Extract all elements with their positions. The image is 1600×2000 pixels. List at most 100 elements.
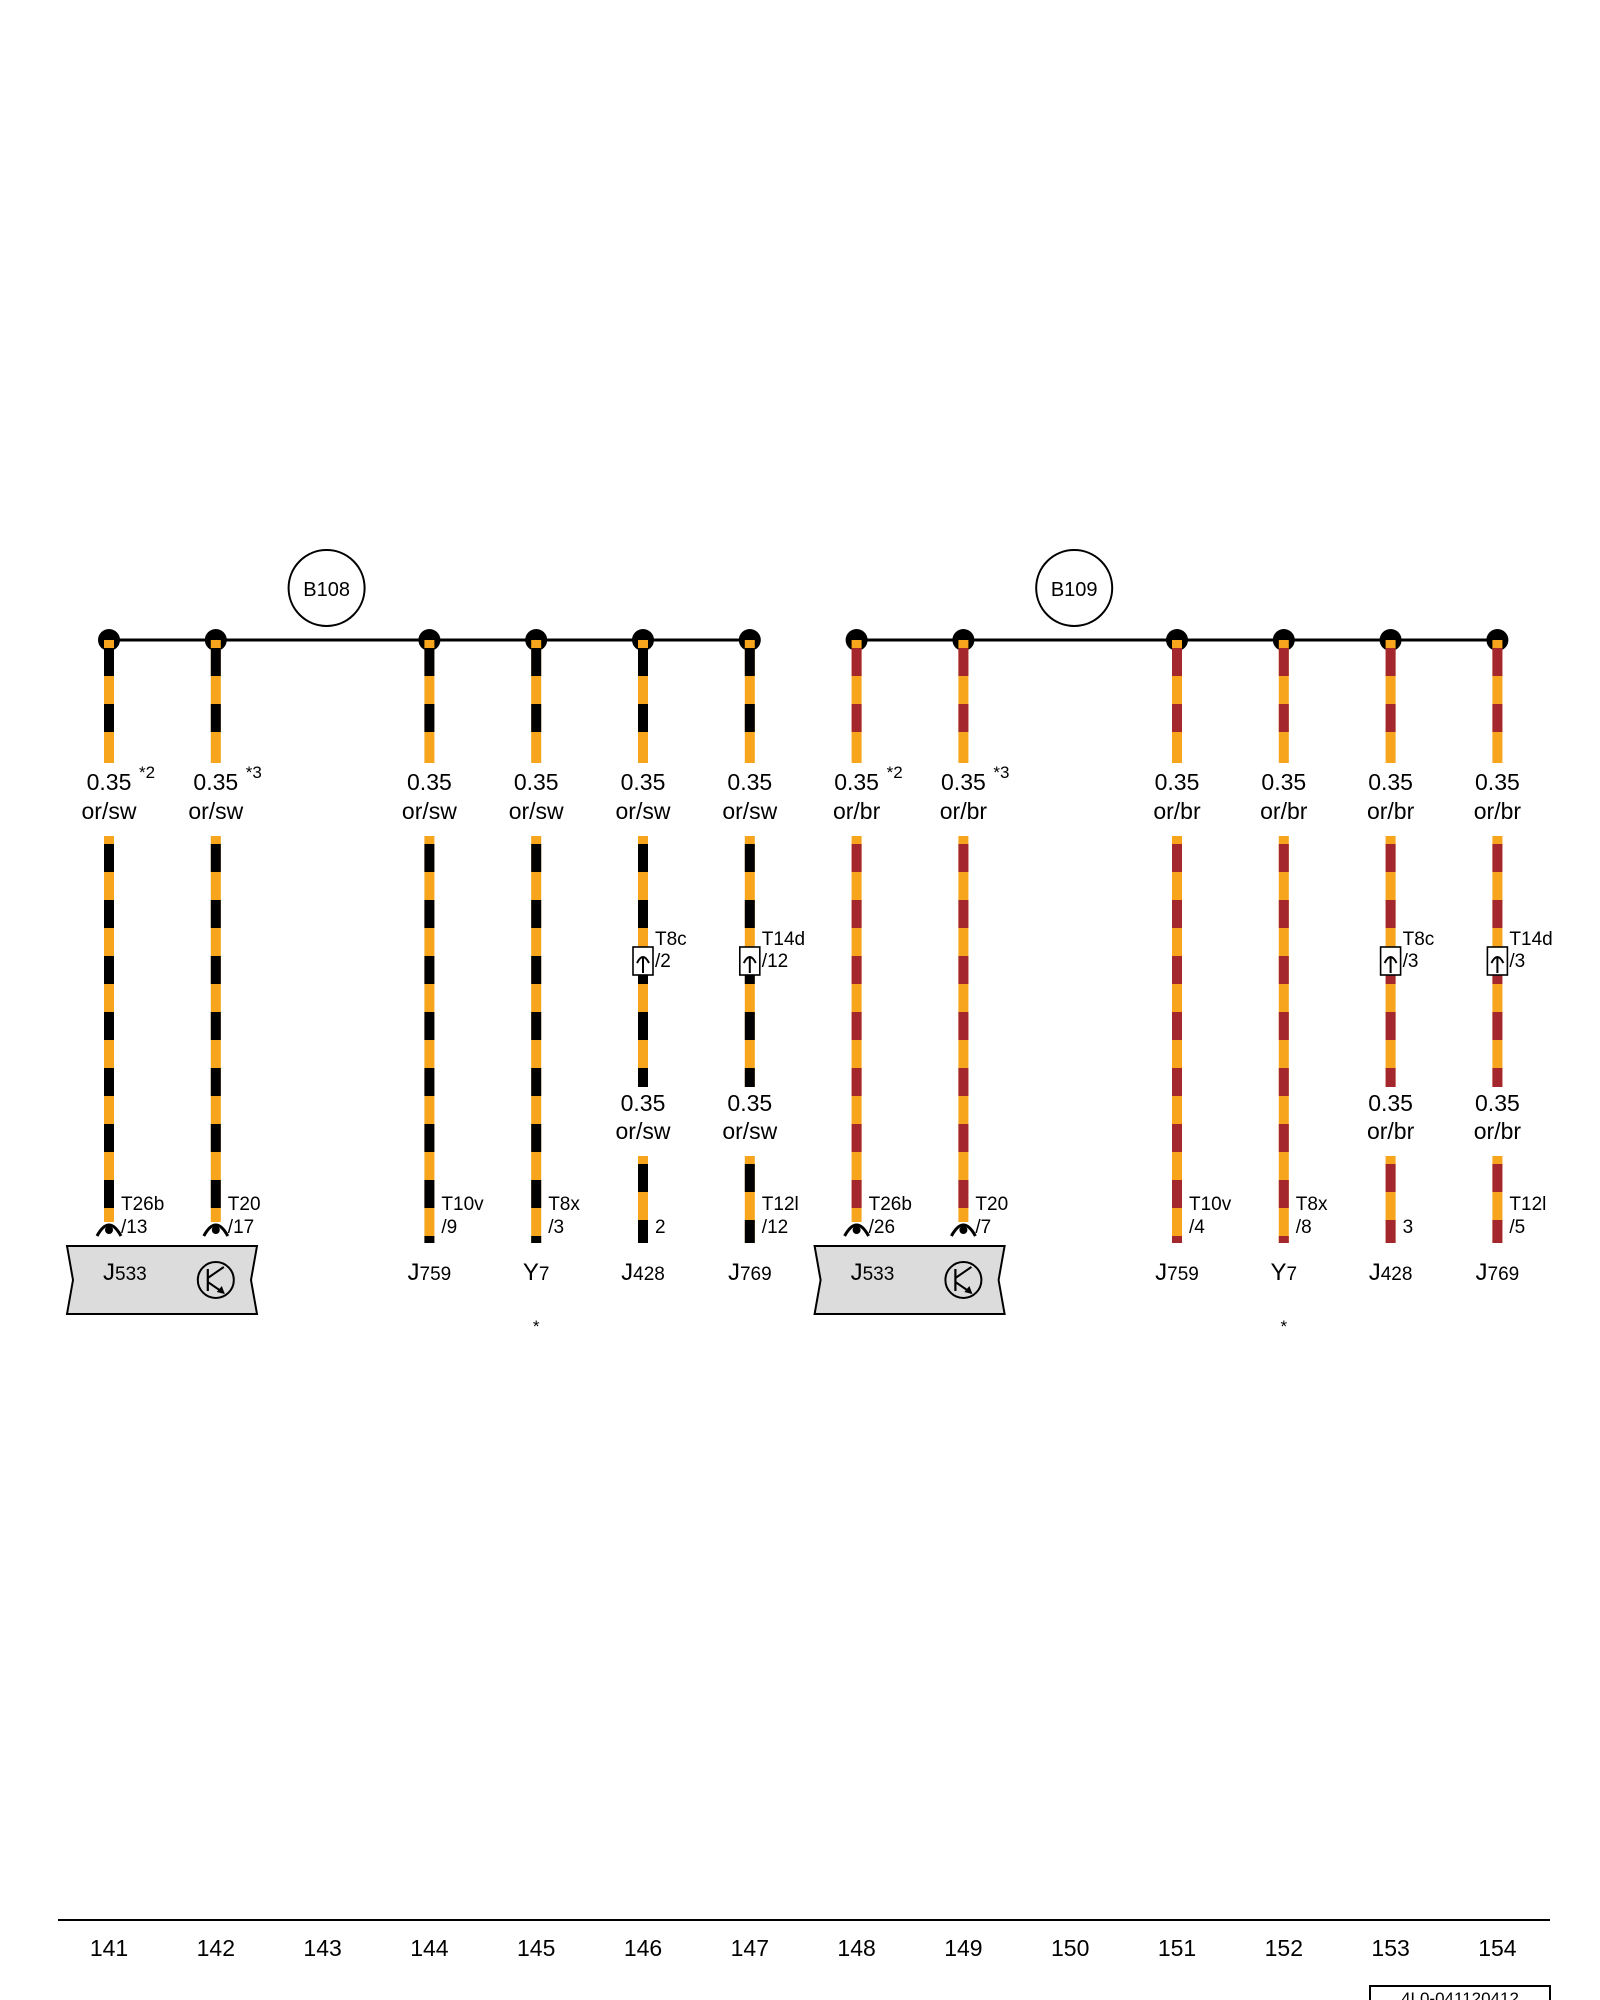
wire-segment-top-stripe [1492, 648, 1503, 676]
document-id-box [1369, 1985, 1551, 2000]
wire-segment-bottom [958, 836, 969, 1222]
wire-color: or/sw [722, 1118, 777, 1144]
wire-segment-bottom-stripe [424, 1012, 435, 1040]
wire-segment-top-stripe [531, 648, 542, 676]
wire-segment-top [851, 640, 862, 763]
wire-segment-top-stripe [1278, 648, 1289, 676]
component-letter: J [408, 1259, 420, 1286]
column-number: 146 [624, 1935, 662, 1961]
wire-color: or/br [833, 798, 881, 824]
wire-segment-top-base [424, 640, 435, 763]
wire-segment-top-stripe [424, 648, 435, 676]
wire-gauge: 0.35 [1155, 769, 1200, 795]
pin-number: /4 [1189, 1217, 1205, 1238]
wire-gauge: 0.35 [1475, 1090, 1520, 1116]
wire-segment-top-stripe [1172, 648, 1182, 676]
wire-segment-top-base [1492, 640, 1503, 763]
transistor-icon [944, 1261, 983, 1299]
wire-segment-bottom-stripe [1172, 844, 1182, 872]
component-number: 428 [1381, 1264, 1413, 1285]
wire-segment-bottom [1278, 836, 1289, 1243]
inline-connector-pin: /2 [655, 951, 671, 972]
wire-segment-top-base [531, 640, 542, 763]
wire-gauge: 0.35 [941, 769, 986, 795]
wire-segment-bottom-stripe [210, 956, 221, 984]
wire-segment-bottom-stripe [1278, 1068, 1289, 1096]
wire-note: *3 [993, 763, 1009, 782]
wire-segment-top-stripe [1385, 648, 1396, 676]
module-label: J533 [103, 1259, 147, 1286]
wire-segment-bottom-stripe [744, 1164, 755, 1192]
wire-segment-top-stripe [638, 648, 648, 676]
plug-pin-dot [959, 1226, 968, 1234]
wire-gauge: 0.35 [727, 1090, 772, 1116]
wire-segment-top-base [638, 640, 648, 763]
pin-name: T20 [228, 1194, 261, 1215]
wire-segment-mid-stripe [744, 1012, 755, 1040]
wire-segment-bottom-stripe [958, 1180, 969, 1208]
wire-segment-bottom-stripe [1385, 1220, 1396, 1243]
wire-segment-top-base [851, 640, 862, 763]
document-id: 4L0-041120412 [1401, 1989, 1519, 2000]
wire-gauge: 0.35 [727, 769, 772, 795]
wire-segment-bottom-stripe [424, 900, 435, 928]
wire-color: or/sw [82, 798, 137, 824]
wire-segment-top-stripe [210, 704, 221, 732]
wire-segment-bottom-stripe [104, 1180, 114, 1208]
component-number: 759 [420, 1264, 452, 1285]
wire-segment-bottom-stripe [104, 1068, 114, 1096]
wire-color: or/br [1474, 798, 1522, 824]
pin-number: /7 [975, 1217, 991, 1238]
wire-segment-top-stripe [851, 704, 862, 732]
wire-segment-top [531, 640, 542, 763]
wire-segment-bottom [638, 1156, 648, 1243]
column-number: 145 [517, 1935, 555, 1961]
component-number: 759 [1167, 1264, 1199, 1285]
column-number: 142 [197, 1935, 235, 1961]
wire-segment-bottom-stripe [424, 956, 435, 984]
wire-segment-top-stripe [851, 648, 862, 676]
wire-gauge: 0.35 [834, 769, 879, 795]
wire-segment-bottom-stripe [531, 900, 542, 928]
wire-gauge: 0.35 [621, 1090, 666, 1116]
inline-connector-name: T14d [762, 929, 805, 950]
wire-color: or/sw [616, 798, 671, 824]
wire-segment-bottom-stripe [104, 1124, 114, 1152]
wire-segment-mid-stripe [744, 1068, 755, 1087]
wire-segment-top-stripe [104, 704, 114, 732]
component-letter: J [1476, 1259, 1488, 1286]
wire-segment-top-base [1172, 640, 1182, 763]
wire-segment-bottom-stripe [1172, 1068, 1182, 1096]
wire-segment-top-stripe [958, 648, 969, 676]
wire-segment-top-base [958, 640, 969, 763]
wire-segment-bottom-stripe [210, 1180, 221, 1208]
column-number: 154 [1478, 1935, 1517, 1961]
wire-segment-bottom-stripe [851, 900, 862, 928]
wire-segment-bottom-base [638, 1156, 648, 1243]
wire-color: or/br [1367, 798, 1415, 824]
wire-segment-bottom-stripe [1172, 1236, 1182, 1243]
pin-name: T12l [762, 1194, 799, 1215]
wire-segment-top [744, 640, 755, 763]
wire-segment-top-stripe [210, 648, 221, 676]
wire-segment-mid-stripe [1492, 1068, 1503, 1087]
wire-segment-bottom-stripe [210, 900, 221, 928]
wire-segment-bottom-stripe [1172, 1180, 1182, 1208]
wire-color: or/br [1474, 1118, 1522, 1144]
wire-segment-mid-stripe [1385, 844, 1396, 872]
wire-segment-bottom-stripe [1385, 1164, 1396, 1192]
wire-gauge: 0.35 [1368, 769, 1413, 795]
wire-gauge: 0.35 [1475, 769, 1520, 795]
wire-segment-bottom-stripe [104, 900, 114, 928]
wire-segment-bottom-stripe [851, 844, 862, 872]
wire-segment-mid-stripe [638, 900, 648, 928]
wire-segment-bottom-stripe [958, 844, 969, 872]
wire-segment-bottom-stripe [1278, 1236, 1289, 1243]
column-number: 148 [837, 1935, 875, 1961]
component-letter: J [728, 1259, 740, 1286]
wire-color: or/br [1367, 1118, 1415, 1144]
wire-segment-bottom-stripe [1278, 844, 1289, 872]
pin-number: /12 [762, 1217, 788, 1238]
wire-gauge: 0.35 [1261, 769, 1306, 795]
